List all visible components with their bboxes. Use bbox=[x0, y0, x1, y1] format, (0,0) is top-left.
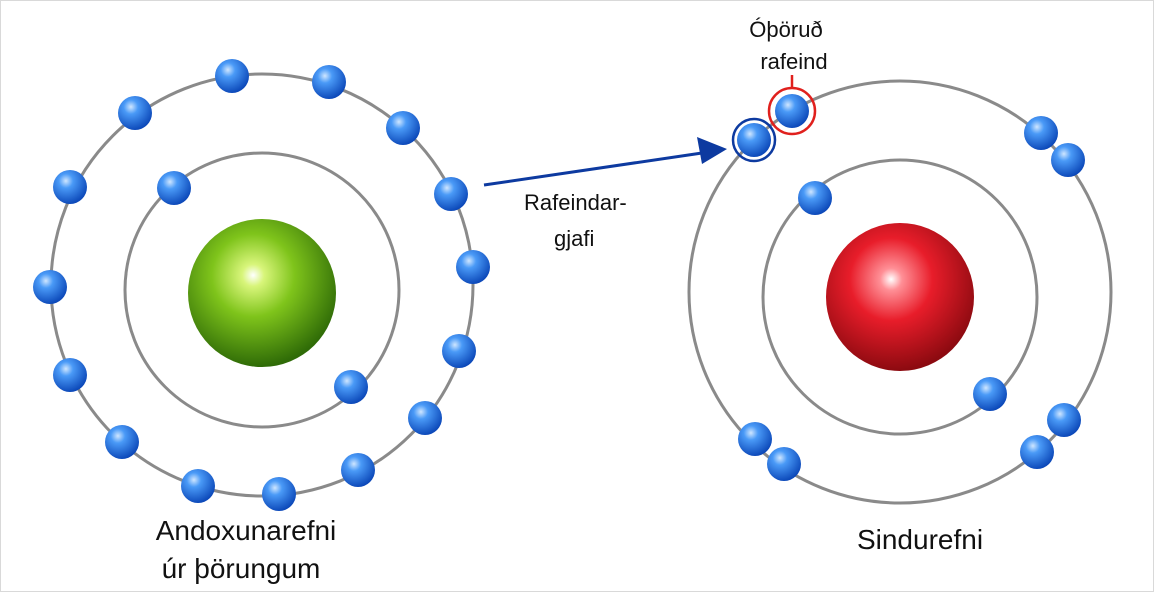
antioxidant-label-line1: Andoxunarefni bbox=[156, 515, 337, 546]
free-radical-outer-orbit bbox=[687, 79, 1113, 505]
antioxidant-electron bbox=[341, 453, 375, 487]
free-radical-electron bbox=[1047, 403, 1081, 437]
free-radical-electron bbox=[737, 123, 771, 157]
donor-label-line1: Rafeindar- bbox=[524, 190, 627, 215]
antioxidant-electron bbox=[105, 425, 139, 459]
free-radical-electron bbox=[767, 447, 801, 481]
antioxidant-electron bbox=[312, 65, 346, 99]
antioxidant-electron bbox=[53, 170, 87, 204]
arrow-head bbox=[697, 137, 727, 164]
antioxidant-electron bbox=[442, 334, 476, 368]
free-radical-electrons bbox=[737, 94, 1085, 481]
free-radical-inner-orbit bbox=[761, 158, 1039, 436]
free-radical-electron bbox=[1024, 116, 1058, 150]
unpaired-label-line1: Óþöruð bbox=[749, 17, 822, 42]
free-radical-electron bbox=[1051, 143, 1085, 177]
antioxidant-electron bbox=[157, 171, 191, 205]
antioxidant-nucleus bbox=[188, 219, 336, 367]
antioxidant-electron bbox=[262, 477, 296, 511]
antioxidant-electron bbox=[215, 59, 249, 93]
antioxidant-atom bbox=[33, 59, 490, 511]
antioxidant-electron bbox=[33, 270, 67, 304]
electron-transfer-arrow bbox=[483, 137, 727, 187]
free-radical-electron bbox=[798, 181, 832, 215]
free-radical-electron bbox=[973, 377, 1007, 411]
antioxidant-electron bbox=[408, 401, 442, 435]
antioxidant-electron bbox=[53, 358, 87, 392]
donated-electron-ring bbox=[731, 117, 777, 163]
free-radical-electron bbox=[738, 422, 772, 456]
free-radical-electron bbox=[775, 94, 809, 128]
arrow-shaft bbox=[483, 151, 703, 187]
antioxidant-inner-orbit bbox=[123, 151, 401, 429]
antioxidant-label-line2: úr þörungum bbox=[162, 553, 321, 584]
free-radical-electron bbox=[1020, 435, 1054, 469]
free-radical-nucleus bbox=[826, 223, 974, 371]
donor-label-line2: gjafi bbox=[554, 226, 594, 251]
antioxidant-electron bbox=[334, 370, 368, 404]
antioxidant-electron bbox=[456, 250, 490, 284]
antioxidant-electron bbox=[181, 469, 215, 503]
free-radical-label: Sindurefni bbox=[857, 524, 983, 555]
antioxidant-electron bbox=[434, 177, 468, 211]
antioxidant-electrons bbox=[33, 59, 490, 511]
antioxidant-electron bbox=[386, 111, 420, 145]
antioxidant-electron bbox=[118, 96, 152, 130]
free-radical-atom bbox=[687, 79, 1113, 505]
unpaired-label-line2: rafeind bbox=[760, 49, 827, 74]
